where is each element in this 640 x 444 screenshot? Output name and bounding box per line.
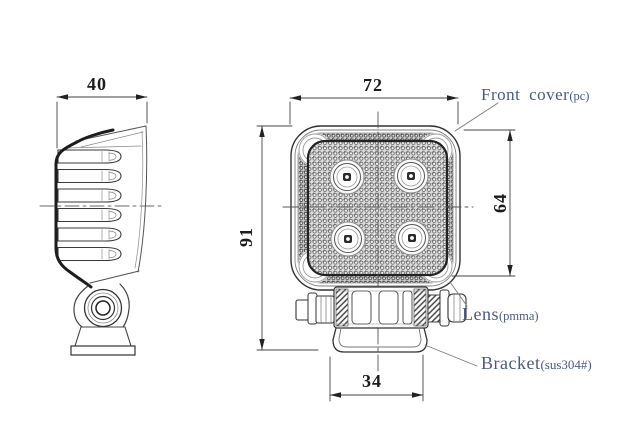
bracket-material: (sus304#)	[540, 357, 592, 372]
dimension-bracket-width: 34	[362, 371, 382, 391]
bracket-name: Bracket	[481, 353, 541, 373]
leader-lines	[424, 102, 499, 367]
dimension-91-lines	[256, 125, 319, 351]
dimension-lens-height: 64	[490, 193, 510, 213]
dimension-overall-height: 91	[236, 227, 256, 247]
lens-material: (pmma)	[499, 309, 539, 323]
part-label-front-cover: Front cover(pc)	[481, 85, 589, 106]
part-label-lens: Lens(pmma)	[462, 304, 539, 326]
led-array	[329, 158, 430, 257]
dimension-front-width: 72	[363, 75, 383, 95]
dimension-34-lines	[329, 354, 424, 402]
dimension-64-lines	[451, 129, 516, 277]
dimension-40-lines	[56, 96, 148, 149]
front-cover-name: Front cover	[481, 85, 570, 104]
dimension-72-lines	[289, 97, 459, 125]
front-view	[256, 95, 516, 402]
dimension-side-depth: 40	[87, 74, 107, 94]
part-label-bracket: Bracket(sus304#)	[481, 353, 592, 375]
side-view	[39, 94, 164, 356]
front-cover-material: (pc)	[569, 89, 590, 103]
lens-name: Lens	[462, 304, 499, 324]
right-thumbscrew	[427, 289, 467, 327]
left-thumbscrew	[295, 292, 335, 325]
